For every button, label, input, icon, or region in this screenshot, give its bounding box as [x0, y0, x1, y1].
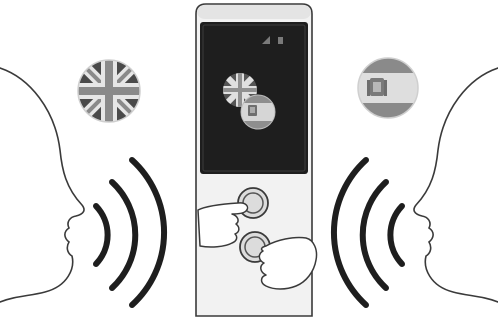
device-top-band	[197, 5, 311, 19]
spain-flag-icon	[356, 56, 422, 122]
right-wave-2	[363, 182, 386, 288]
battery-icon	[278, 37, 283, 44]
right-wave-1	[390, 206, 402, 264]
uk-flag-icon	[76, 58, 142, 124]
screen-spain-flag-icon	[241, 95, 275, 129]
right-sound-waves	[334, 160, 402, 305]
left-face-profile	[0, 68, 84, 302]
left-wave-1	[96, 206, 108, 264]
left-sound-waves	[96, 160, 164, 305]
right-face-profile	[414, 68, 498, 302]
left-wave-2	[112, 182, 135, 288]
